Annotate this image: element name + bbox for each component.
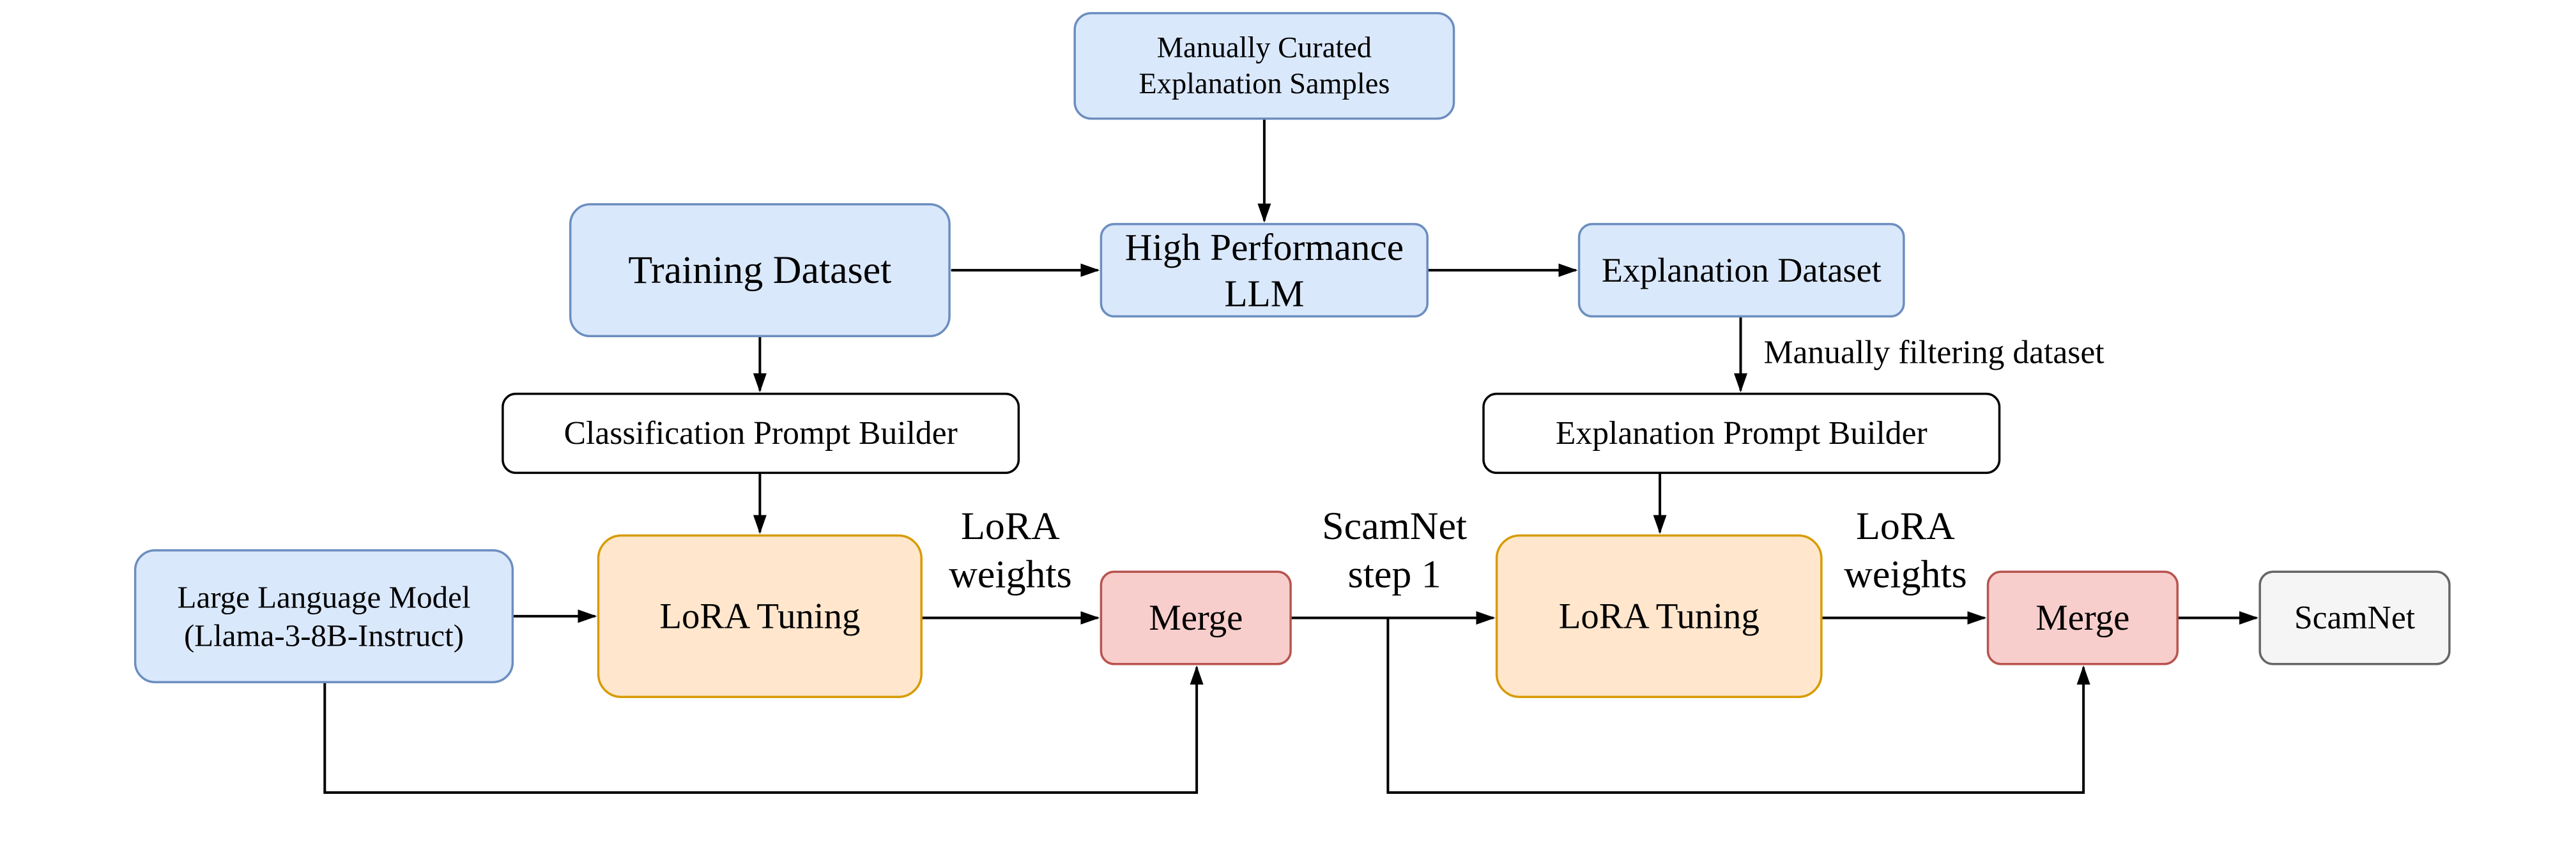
explanation-prompt-builder-node: Explanation Prompt Builder: [1482, 392, 2001, 475]
large-language-model-label-line-1: Large Language Model: [178, 580, 471, 615]
filter-dataset-label: Manually filtering dataset: [1764, 335, 2105, 371]
large-language-model-label-line-2: (Llama-3-8B-Instruct): [184, 618, 464, 653]
high-performance-llm-label-line-2: LLM: [1224, 272, 1304, 314]
edge-labels: Manually filtering datasetLoRAweightsSca…: [949, 335, 2104, 596]
filter-dataset-label-text: Manually filtering dataset: [1764, 335, 2105, 371]
lora-weights-label-2-text-line-1: LoRA: [1856, 505, 1955, 548]
explanation-dataset-node: Explanation Dataset: [1577, 223, 1905, 318]
training-dataset-box: [569, 203, 951, 338]
lora-tuning-node-2: LoRA Tuning: [1495, 534, 1823, 699]
large-language-model-node: Large Language Model(Llama-3-8B-Instruct…: [134, 549, 514, 683]
large-language-model-box: [134, 549, 514, 683]
lora-weights-label-2-text-line-2: weights: [1844, 552, 1967, 596]
llm-to-merge1-edge: [323, 665, 1204, 794]
scamnet-box: [2258, 570, 2451, 665]
manually-curated-samples-label-line-1: Manually Curated: [1157, 31, 1372, 64]
training-dataset-node: Training Dataset: [569, 203, 951, 338]
high-performance-llm-box: [1100, 223, 1429, 318]
edges: [323, 118, 2258, 794]
merge-box-1: [1100, 570, 1292, 665]
explanation-dataset-box: [1577, 223, 1905, 318]
lora-weights-label-1-text-line-1: LoRA: [961, 505, 1060, 548]
scamnet-label: ScamNet: [2294, 600, 2416, 636]
explanation-prompt-builder-label: Explanation Prompt Builder: [1556, 415, 1928, 452]
merge-label-2: Merge: [2035, 598, 2129, 638]
step1-to-merge2-edge: [1386, 618, 2090, 794]
lora-tuning-label-1: LoRA Tuning: [659, 596, 860, 636]
training-dataset-label: Training Dataset: [628, 248, 891, 292]
explanation-dataset-label: Explanation Dataset: [1602, 251, 1882, 289]
classification-prompt-builder-label: Classification Prompt Builder: [564, 415, 958, 452]
lora-tuning-node-1: LoRA Tuning: [597, 534, 923, 699]
merge-box-2: [1986, 570, 2179, 665]
merge-node-1: Merge: [1100, 570, 1292, 665]
high-performance-llm-label-line-1: High Performance: [1125, 226, 1404, 268]
classification-prompt-builder-node: Classification Prompt Builder: [502, 392, 1020, 475]
lora-tuning-label-2: LoRA Tuning: [1559, 596, 1759, 636]
explanation-prompt-builder-box: [1482, 392, 2001, 475]
manually-curated-samples-label-line-2: Explanation Samples: [1138, 68, 1390, 100]
lora-weights-label-1-text-line-2: weights: [949, 552, 1072, 596]
lora-tuning-box-2: [1495, 534, 1823, 699]
classification-prompt-builder-box: [502, 392, 1020, 475]
scamnet-step1-label-text-line-1: ScamNet: [1322, 505, 1467, 548]
scamnet-step1-label-text-line-2: step 1: [1348, 552, 1441, 596]
merge-node-2: Merge: [1986, 570, 2179, 665]
scamnet-node: ScamNet: [2258, 570, 2451, 665]
merge-label-1: Merge: [1149, 598, 1243, 638]
lora-tuning-box-1: [597, 534, 923, 699]
manually-curated-samples-box: [1073, 11, 1455, 120]
